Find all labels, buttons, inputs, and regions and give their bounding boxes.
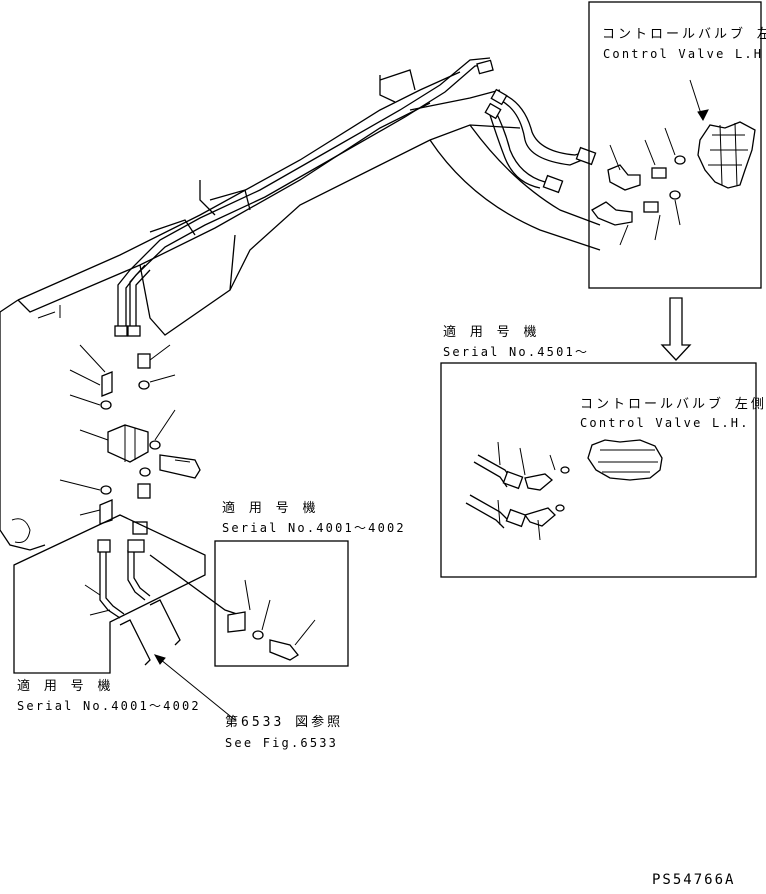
boom-outline (0, 71, 601, 551)
serial-4501-label-jp: 適 用 号 機 (443, 325, 540, 340)
control-valve-mid-label-jp: コントロールバルブ 左側 (580, 397, 766, 412)
serial-4001-box-label-jp: 適 用 号 機 (222, 501, 319, 516)
control-valve-mid-box (440, 362, 757, 578)
hoses-to-valve-top (476, 59, 597, 194)
drawing-code: PS54766A (652, 872, 736, 888)
control-valve-top-label-jp: コントロールバルブ 左側 (602, 27, 766, 42)
serial-4001-left-label-jp: 適 用 号 機 (17, 679, 114, 694)
bracket-box (149, 540, 349, 667)
boom-pipes (114, 57, 493, 337)
serial-4501-label-en: Serial No.4501～ (443, 345, 590, 359)
valve-block-stack (59, 344, 201, 535)
control-valve-top-label-en: Control Valve L.H. (603, 47, 766, 61)
serial-4001-box-label-en: Serial No.4001～4002 (222, 521, 406, 535)
transition-arrow (660, 297, 692, 361)
lower-left-box (13, 514, 206, 674)
see-fig-label-en: See Fig.6533 (225, 736, 339, 750)
control-valve-mid-label-en: Control Valve L.H. (580, 416, 750, 430)
serial-4001-left-label-en: Serial No.4001～4002 (17, 699, 201, 713)
see-fig-leader (153, 654, 236, 721)
control-valve-top-box (588, 1, 762, 289)
see-fig-label-jp: 第6533 図参照 (225, 715, 344, 730)
